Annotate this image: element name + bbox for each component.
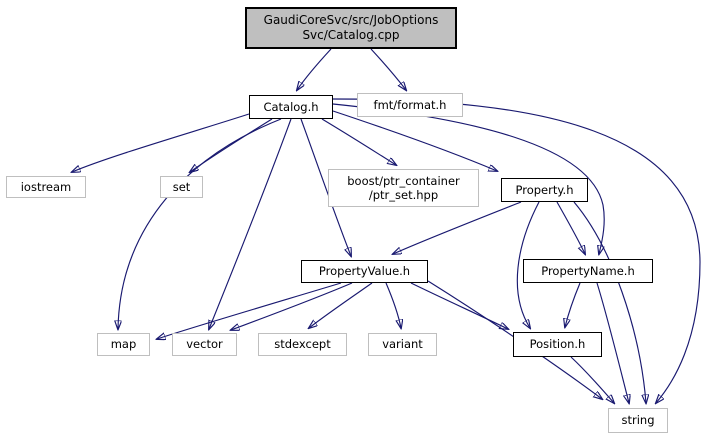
node-variant: variant [368,333,437,356]
edge-catalog-cpp-to-catalog-h [297,48,332,90]
node-property-name-h[interactable]: PropertyName.h [523,259,653,283]
edge-property-h-to-position-h [516,201,540,328]
node-vector: vector [172,333,237,356]
edge-catalog-h-to-vector [209,118,292,329]
node-catalog-cpp: GaudiCoreSvc/src/JobOptions Svc/Catalog.… [245,7,457,49]
edge-property-value-h-to-position-h [410,282,508,329]
node-set: set [160,176,203,198]
edge-property-value-h-to-vector [231,282,353,330]
edge-catalog-h-to-string [332,98,701,403]
edge-catalog-h-to-map [118,118,282,329]
node-iostream: iostream [6,176,86,198]
edge-catalog-h-to-property-value-h [300,118,351,256]
edge-catalog-h-to-property-h [332,110,497,171]
edge-catalog-h-to-boost-ptr-set [321,118,396,165]
node-fmt-format-h: fmt/format.h [357,93,463,117]
node-property-h[interactable]: Property.h [501,178,588,202]
edge-property-value-h-to-stdexcept [309,282,373,328]
edge-property-value-h-to-map [157,282,342,339]
node-position-h[interactable]: Position.h [513,332,602,357]
node-map: map [97,333,150,356]
edge-position-h-to-string [570,356,614,403]
edge-property-h-to-property-name-h [556,201,585,254]
node-catalog-h[interactable]: Catalog.h [249,95,333,119]
edge-property-h-to-property-value-h [393,201,522,254]
edge-catalog-h-to-iostream [72,113,250,172]
node-boost-ptr-set: boost/ptr_container /ptr_set.hpp [328,169,479,207]
edge-property-name-h-to-string [596,282,629,403]
node-stdexcept: stdexcept [258,333,347,356]
edge-property-value-h-to-variant [385,282,401,328]
node-string: string [608,408,668,433]
edge-property-h-to-string [573,201,646,403]
node-property-value-h[interactable]: PropertyValue.h [301,260,428,283]
edge-catalog-cpp-to-fmt-format-h [370,48,406,90]
edge-property-name-h-to-position-h [565,282,581,327]
